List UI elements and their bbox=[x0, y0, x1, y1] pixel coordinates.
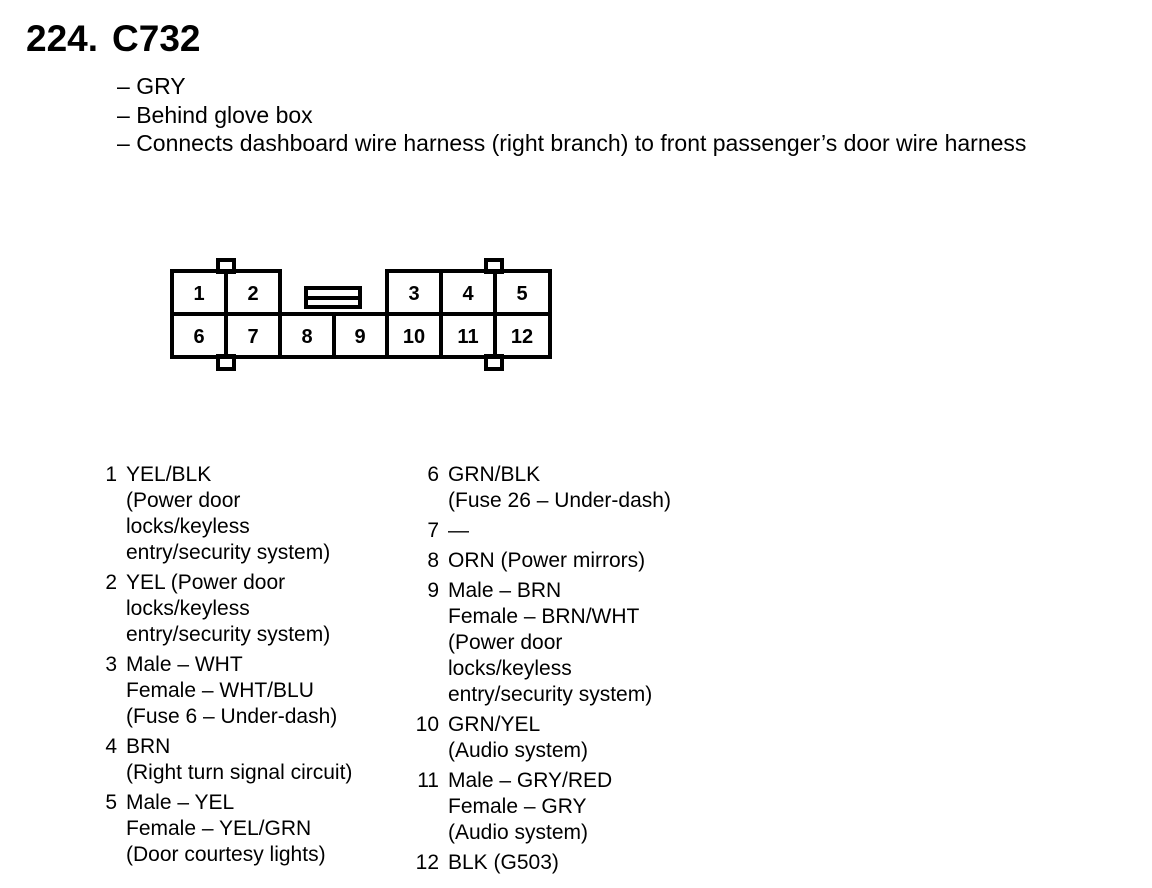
pin-number: 4 bbox=[105, 735, 117, 758]
pin-description: — bbox=[448, 518, 738, 544]
pin-description-line: Female – WHT/BLU bbox=[126, 679, 314, 702]
page-title: 224. C732 bbox=[26, 18, 200, 60]
pin-description: Male – YEL Female – YEL/GRN (Door courtesy… bbox=[126, 790, 386, 868]
pin-description: ORN (Power mirrors) bbox=[448, 548, 738, 574]
pin-description-line: ORN (Power mirrors) bbox=[448, 549, 646, 572]
pin-entry: 10 GRN/YEL (Audio system) bbox=[408, 712, 738, 764]
pin-entry: 5 Male – YEL Female – YEL/GRN (Door courtes… bbox=[86, 790, 386, 868]
cavity-label: 5 bbox=[516, 283, 527, 305]
pin-description-line: YEL (Power door bbox=[126, 571, 286, 594]
pin-number: 6 bbox=[427, 463, 439, 486]
pin-entry: 7— bbox=[408, 518, 738, 544]
pin-list-left: 1 YEL/BLK (Power door locks/keyless entry/se… bbox=[86, 462, 386, 872]
pin-description: YEL/BLK (Power door locks/keyless entry/sec… bbox=[126, 462, 386, 566]
pin-description: Male – BRN Female – BRN/WHT (Power door loc… bbox=[448, 578, 738, 708]
pin-number: 9 bbox=[427, 579, 439, 602]
pin-description-line: Male – GRY/RED bbox=[448, 769, 613, 792]
cavity-label: 6 bbox=[193, 326, 204, 348]
pin-description-line: (Fuse 6 – Under-dash) bbox=[126, 705, 338, 728]
pin-number: 1 bbox=[105, 463, 117, 486]
pin-description-line: GRN/YEL bbox=[448, 713, 541, 736]
pin-description-line: locks/keyless bbox=[126, 597, 250, 620]
pin-description-line: Female – BRN/WHT bbox=[448, 605, 640, 628]
pin-description-line: (Power door bbox=[448, 631, 563, 654]
pin-description-line: entry/security system) bbox=[126, 541, 331, 564]
pin-description: GRN/YEL (Audio system) bbox=[448, 712, 738, 764]
pin-description: BRN (Right turn signal circuit) bbox=[126, 734, 386, 786]
pin-number: 10 bbox=[415, 713, 439, 736]
cavity-label: 3 bbox=[408, 283, 419, 305]
pin-description-line: entry/security system) bbox=[448, 683, 653, 706]
pin-number: 8 bbox=[427, 549, 439, 572]
pin-description-line: Male – WHT bbox=[126, 653, 243, 676]
pin-description-line: (Door courtesy lights) bbox=[126, 843, 326, 866]
pin-number: 3 bbox=[105, 653, 117, 676]
pin-number: 7 bbox=[427, 519, 439, 542]
pin-description-line: locks/keyless bbox=[126, 515, 250, 538]
cavity-label: 7 bbox=[247, 326, 258, 348]
pin-description: BLK (G503) bbox=[448, 850, 738, 876]
note-color: GRY bbox=[117, 72, 1026, 101]
pin-number: 12 bbox=[415, 851, 439, 874]
pin-entry: 8 ORN (Power mirrors) bbox=[408, 548, 738, 574]
pin-description-line: (Power door bbox=[126, 489, 241, 512]
pin-description-line: BRN bbox=[126, 735, 171, 758]
cavity-label: 2 bbox=[247, 283, 258, 305]
pin-description-line: (Right turn signal circuit) bbox=[126, 761, 353, 784]
pin-description-line: (Fuse 26 – Under-dash) bbox=[448, 489, 671, 512]
pin-description-line: Male – YEL bbox=[126, 791, 235, 814]
connector-name: C732 bbox=[112, 18, 201, 59]
pin-description-line: Female – YEL/GRN bbox=[126, 817, 312, 840]
pin-description: YEL (Power door locks/keyless entry/securi… bbox=[126, 570, 386, 648]
pin-description-line: entry/security system) bbox=[126, 623, 331, 646]
pin-description: GRN/BLK (Fuse 26 – Under-dash) bbox=[448, 462, 738, 514]
pin-number: 5 bbox=[105, 791, 117, 814]
connector-notes: GRY Behind glove box Connects dashboard … bbox=[117, 72, 1026, 158]
cavity-label: 1 bbox=[193, 283, 204, 305]
pin-number: 11 bbox=[417, 769, 439, 792]
pin-description: Male – GRY/RED Female – GRY (Audio system) bbox=[448, 768, 738, 846]
note-connection: Connects dashboard wire harness (right b… bbox=[117, 129, 1026, 158]
pin-description-line: Male – BRN bbox=[448, 579, 562, 602]
pin-entry: 12 BLK (G503) bbox=[408, 850, 738, 876]
pin-description-line: YEL/BLK bbox=[126, 463, 212, 486]
pin-description: Male – WHT Female – WHT/BLU (Fuse 6 – Unde… bbox=[126, 652, 386, 730]
pin-description-line: BLK (G503) bbox=[448, 851, 559, 874]
pin-entry: 3 Male – WHT Female – WHT/BLU (Fuse 6 – Und… bbox=[86, 652, 386, 730]
cavity-label: 10 bbox=[403, 326, 425, 348]
pin-entry: 6 GRN/BLK (Fuse 26 – Under-dash) bbox=[408, 462, 738, 514]
pin-description-line: (Audio system) bbox=[448, 821, 589, 844]
cavity-label: 8 bbox=[301, 326, 312, 348]
pin-number: 2 bbox=[105, 571, 117, 594]
pin-entry: 9 Male – BRN Female – BRN/WHT (Power door lo… bbox=[408, 578, 738, 708]
pin-description-line: (Audio system) bbox=[448, 739, 589, 762]
pin-entry: 1 YEL/BLK (Power door locks/keyless entry/se… bbox=[86, 462, 386, 566]
pin-entry: 4 BRN (Right turn signal circuit) bbox=[86, 734, 386, 786]
pin-description-line: GRN/BLK bbox=[448, 463, 541, 486]
pin-entry: 11 Male – GRY/RED Female – GRY (Audio syste… bbox=[408, 768, 738, 846]
cavity-label: 11 bbox=[457, 326, 478, 348]
cavity-label: 12 bbox=[511, 326, 533, 348]
pin-entry: 2 YEL (Power door locks/keyless entry/secur… bbox=[86, 570, 386, 648]
note-location: Behind glove box bbox=[117, 101, 1026, 130]
pin-description-line: locks/keyless bbox=[448, 657, 572, 680]
connector-number: 224. bbox=[26, 18, 99, 59]
pin-description-line: Female – GRY bbox=[448, 795, 587, 818]
pin-description-line: — bbox=[448, 519, 469, 542]
cavity-label: 9 bbox=[354, 326, 365, 348]
cavity-label: 4 bbox=[462, 283, 474, 305]
connector-face-diagram: 1 2 3 4 5 6 7 8 9 10 11 12 bbox=[170, 258, 552, 371]
